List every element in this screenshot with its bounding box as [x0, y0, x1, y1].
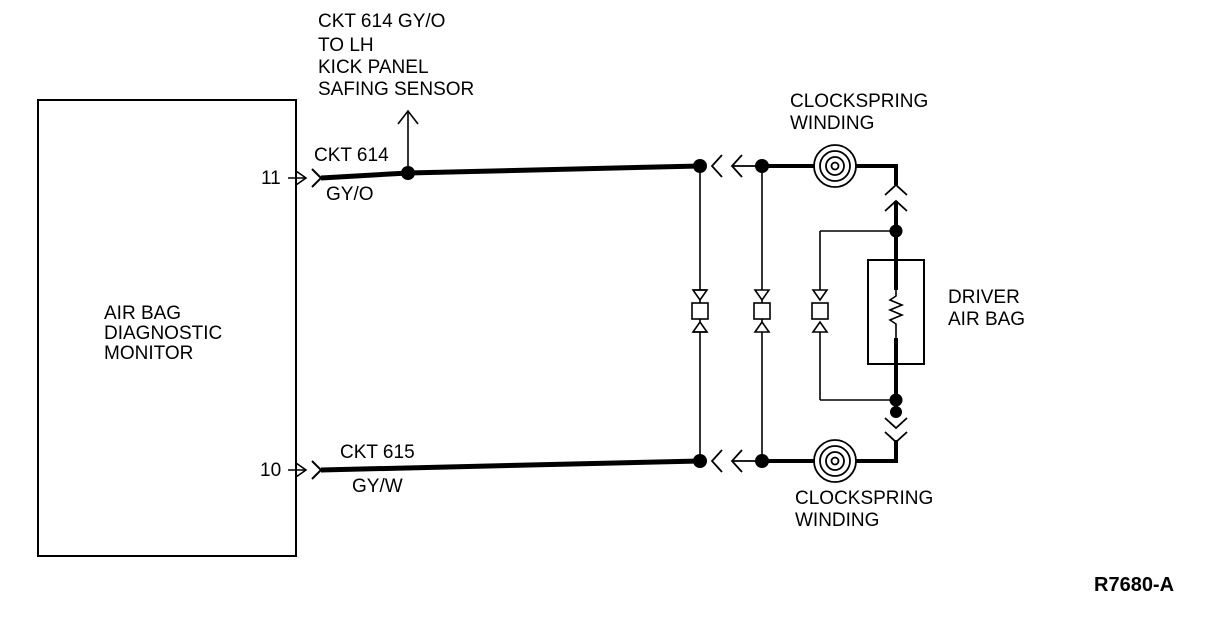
airbag-connector-bottom — [884, 417, 908, 444]
ckt-615-wire — [320, 458, 701, 473]
splice-airbag-bottom-2 — [890, 406, 902, 418]
ckt-615-label: CKT 615 — [340, 442, 415, 463]
clockspring-bottom-label-line2: WINDING — [795, 510, 880, 531]
pin-11-label: 11 — [261, 168, 281, 189]
safing-sensor-branch — [397, 109, 419, 173]
driver-airbag-label-line1: DRIVER — [948, 287, 1020, 308]
safing-note-line3: KICK PANEL — [318, 57, 429, 78]
monitor-label-line3: MONITOR — [104, 343, 194, 364]
airbag-feed-top — [856, 164, 898, 185]
splice-bottom-1 — [693, 454, 707, 468]
splice-top-1 — [693, 159, 707, 173]
clockspring-top-label-line1: CLOCKSPRING — [790, 91, 929, 112]
safing-note-line1: CKT 614 GY/O — [318, 11, 446, 32]
driver-airbag-label-line2: AIR BAG — [948, 309, 1026, 330]
pin-11-connector — [288, 168, 323, 188]
shorting-bar-1 — [691, 289, 709, 333]
ckt-615-color-label: GY/W — [352, 476, 403, 497]
ckt-614-label: CKT 614 — [314, 145, 389, 166]
reference-code: R7680-A — [1094, 574, 1175, 596]
safing-note-line4: SAFING SENSOR — [318, 79, 475, 100]
splice-airbag-bottom-1 — [889, 393, 903, 407]
inline-connector-top — [710, 154, 762, 178]
monitor-label-line2: DIAGNOSTIC — [104, 323, 223, 344]
shorting-bar-2 — [753, 289, 771, 333]
airbag-squib-resistor-icon — [887, 290, 905, 338]
clockspring-bottom-icon — [813, 439, 857, 483]
ckt-614-color-label: GY/O — [326, 184, 374, 205]
safing-note-line2: TO LH — [318, 35, 374, 56]
clockspring-bottom-label-line1: CLOCKSPRING — [795, 488, 934, 509]
clockspring-top-icon — [813, 144, 857, 188]
clockspring-top-label-line2: WINDING — [790, 113, 875, 134]
inline-connector-bottom — [710, 449, 762, 473]
ckt-614-wire — [320, 163, 701, 181]
splice-airbag-top — [889, 224, 903, 238]
pin-10-label: 10 — [260, 460, 282, 481]
diagnostic-monitor-box — [37, 99, 297, 557]
airbag-feed-bottom — [856, 440, 898, 463]
splice-safing — [401, 166, 415, 180]
pin-10-connector — [288, 460, 323, 480]
shorting-bar-3 — [811, 230, 896, 401]
monitor-label-line1: AIR BAG — [104, 303, 182, 324]
